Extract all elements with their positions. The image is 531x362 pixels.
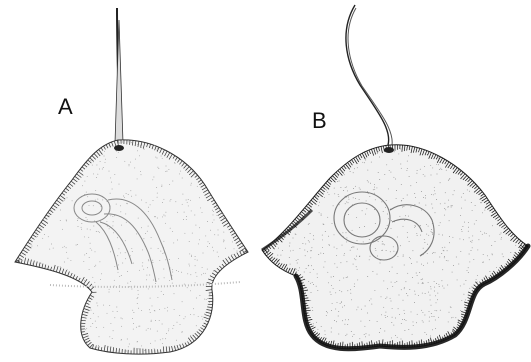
flagellum-a-taper <box>115 20 123 143</box>
panel-label-b: B <box>312 110 327 132</box>
body-a <box>15 140 248 354</box>
body-b <box>262 145 528 349</box>
cilium <box>360 342 361 348</box>
organism-a <box>15 8 248 354</box>
panel-label-a: A <box>58 96 73 118</box>
cilium <box>81 332 85 333</box>
pore-b <box>384 147 394 153</box>
cilium <box>367 343 368 348</box>
organism-b <box>262 5 528 349</box>
flagellum-b <box>346 5 389 145</box>
cilium <box>343 342 344 349</box>
cilium <box>417 342 418 347</box>
pore-a <box>114 145 124 151</box>
